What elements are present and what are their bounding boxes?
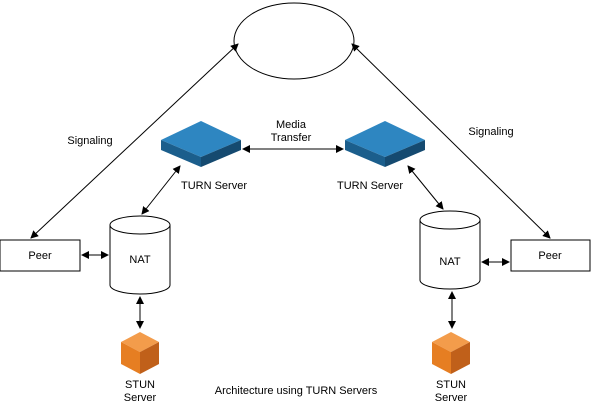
stun-right-front	[432, 342, 451, 374]
turn-server-left-label: TURN Server	[181, 180, 247, 192]
media-transfer-label-line1: Media	[276, 119, 307, 131]
turn-server-right-label: TURN Server	[337, 180, 403, 192]
stun-left-side	[140, 342, 159, 374]
nat-turn-left-line	[141, 165, 181, 215]
turn-server-left-icon	[161, 121, 241, 167]
peer-left-label: Peer	[28, 250, 52, 262]
stun-right-side	[451, 342, 470, 374]
nat-right-cylinder	[419, 210, 481, 290]
stun-server-left-icon	[121, 332, 159, 374]
peer-right-label: Peer	[538, 250, 562, 262]
diagram-caption: Architecture using TURN Servers	[215, 385, 378, 397]
stun-server-right-label-line2: Server	[435, 392, 468, 404]
turn-right-front	[345, 140, 385, 167]
nat-right-label: NAT	[439, 256, 460, 268]
nat-right-body	[419, 220, 481, 290]
nat-left-top	[109, 215, 171, 235]
media-transfer-label-line2: Transfer	[271, 132, 312, 144]
turn-left-side	[201, 140, 241, 167]
peer-left-box	[0, 239, 81, 272]
signaling-label-right: Signaling	[468, 126, 513, 138]
nat-right-top	[419, 210, 481, 230]
turn-right-side	[385, 140, 425, 167]
turn-right-top	[345, 121, 425, 157]
stun-server-right-icon	[432, 332, 470, 374]
nat-left-body	[109, 225, 171, 295]
stun-server-right-label-line1: STUN	[436, 379, 466, 391]
peer-right-box	[510, 239, 591, 272]
turn-left-top	[161, 121, 241, 157]
turn-server-right-icon	[345, 121, 425, 167]
stun-server-left-label-line2: Server	[124, 392, 157, 404]
nat-left-cylinder	[109, 215, 171, 295]
turn-left-front	[161, 140, 201, 167]
nat-turn-right-line	[407, 165, 444, 210]
stun-server-left-label-line1: STUN	[125, 379, 155, 391]
nat-left-label: NAT	[129, 254, 150, 266]
stun-left-front	[121, 342, 140, 374]
signaling-line-left	[30, 43, 239, 239]
signaling-line-right	[351, 43, 551, 239]
signaling-server-node	[233, 2, 355, 80]
signaling-label-left: Signaling	[67, 135, 112, 147]
